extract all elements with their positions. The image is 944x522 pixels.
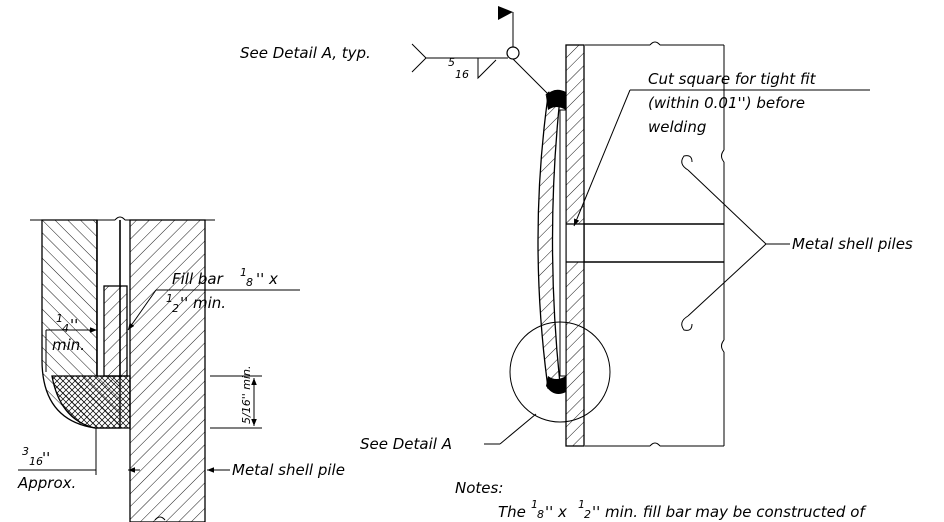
metal-shell-pile-label: Metal shell pile	[232, 461, 345, 479]
three-sixteenths-unit: ''	[42, 449, 50, 467]
fill-bar-num2: 1	[166, 292, 173, 305]
detail-a-weld	[51, 375, 131, 429]
notes-den2: 2	[584, 508, 591, 521]
main-tapered-plate	[559, 109, 567, 377]
detail-a-callout-circle	[509, 321, 611, 423]
metal-shell-piles-label: Metal shell piles	[792, 235, 913, 253]
weld-size-den: 16	[455, 68, 469, 81]
fill-bar	[103, 285, 128, 377]
fill-bar-x: '' x	[256, 270, 278, 288]
notes-mid: '' x	[545, 503, 567, 521]
main-weld-top	[546, 89, 566, 110]
cut-square-line2: (within 0.01'') before	[648, 94, 805, 112]
five-sixteenths-vert: 5/16'' min.	[240, 366, 253, 425]
cut-square-line1: Cut square for tight fit	[648, 70, 817, 88]
notes-prefix: The	[498, 503, 526, 521]
weld-symbol	[411, 6, 553, 99]
notes: Notes: The 1 8 '' x 1 2 '' min. fill bar…	[455, 479, 867, 521]
notes-num2: 1	[578, 498, 585, 511]
fill-bar-label: Fill bar	[172, 270, 224, 288]
quarter-min: min.	[52, 336, 85, 354]
notes-den1: 8	[537, 508, 544, 521]
quarter-den: 4	[62, 322, 69, 335]
main-curved-plate	[537, 95, 561, 389]
notes-tail: '' min. fill bar may be constructed of	[592, 503, 867, 521]
see-detail-a-label: See Detail A	[360, 435, 452, 453]
fill-bar-den1: 8	[246, 276, 253, 289]
weld-size-num: 5	[448, 56, 455, 69]
notes-heading: Notes:	[455, 479, 503, 497]
fill-bar-num1: 1	[240, 266, 247, 279]
three-sixteenths-den: 16	[29, 455, 43, 468]
detail-a: Fill bar 1 8 '' x 1 2 '' min. 1 4 '' min…	[17, 216, 345, 522]
svg-text:Fill bar: Fill bar	[172, 270, 224, 288]
cut-square-line3: welding	[648, 118, 706, 136]
detail-a-pile-wall	[129, 219, 206, 522]
main-detail: See Detail A, typ. 5 16 Cut square for t…	[240, 6, 913, 453]
approx-label: Approx.	[17, 474, 76, 492]
see-detail-typ-label: See Detail A, typ.	[240, 44, 371, 62]
main-weld-bottom	[546, 376, 566, 394]
quarter-num: 1	[56, 312, 63, 325]
fill-bar-min: '' min.	[180, 294, 226, 312]
fill-bar-main	[565, 223, 585, 263]
notes-num1: 1	[531, 498, 538, 511]
quarter-unit: ''	[70, 316, 78, 334]
three-sixteenths-num: 3	[22, 445, 29, 458]
fill-bar-den2: 2	[172, 302, 179, 315]
